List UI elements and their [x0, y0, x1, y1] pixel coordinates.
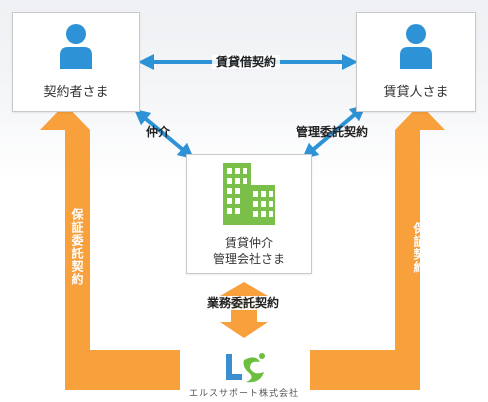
landlord-label: 賃貸人さま: [383, 85, 449, 100]
person-icon: [60, 24, 92, 69]
agent-label-line1: 賃貸仲介: [224, 236, 273, 250]
landlord-box: 賃貸人さま: [356, 12, 476, 112]
contractor-label: 契約者さま: [43, 85, 109, 100]
agent-label: 賃貸仲介 管理会社さま: [187, 235, 311, 267]
guarantee-left-band: [40, 104, 180, 390]
agent-label-line2: 管理会社さま: [212, 252, 285, 266]
brokerage-label: 仲介: [146, 125, 171, 139]
guarantee-right-band: [310, 104, 445, 390]
building-icon: [223, 163, 275, 225]
agent-box: 賃貸仲介 管理会社さま: [186, 154, 312, 274]
company-name: エルスサポート株式会社: [188, 389, 299, 399]
company-logo-icon: [226, 353, 265, 383]
person-icon: [400, 24, 432, 69]
business-contract-label: 業務委託契約: [203, 296, 284, 310]
business-arrow: [220, 282, 268, 338]
brokerage-arrow: [133, 108, 195, 160]
lease-contract-label: 賃貸借契約: [212, 55, 281, 69]
management-arrow: [301, 104, 367, 160]
management-contract-label: 管理委託契約: [296, 125, 369, 139]
guarantee-contract-label: 保証契約: [412, 222, 426, 274]
guarantee-consignment-label: 保証委託契約: [70, 208, 84, 286]
contractor-box: 契約者さま: [12, 12, 140, 112]
